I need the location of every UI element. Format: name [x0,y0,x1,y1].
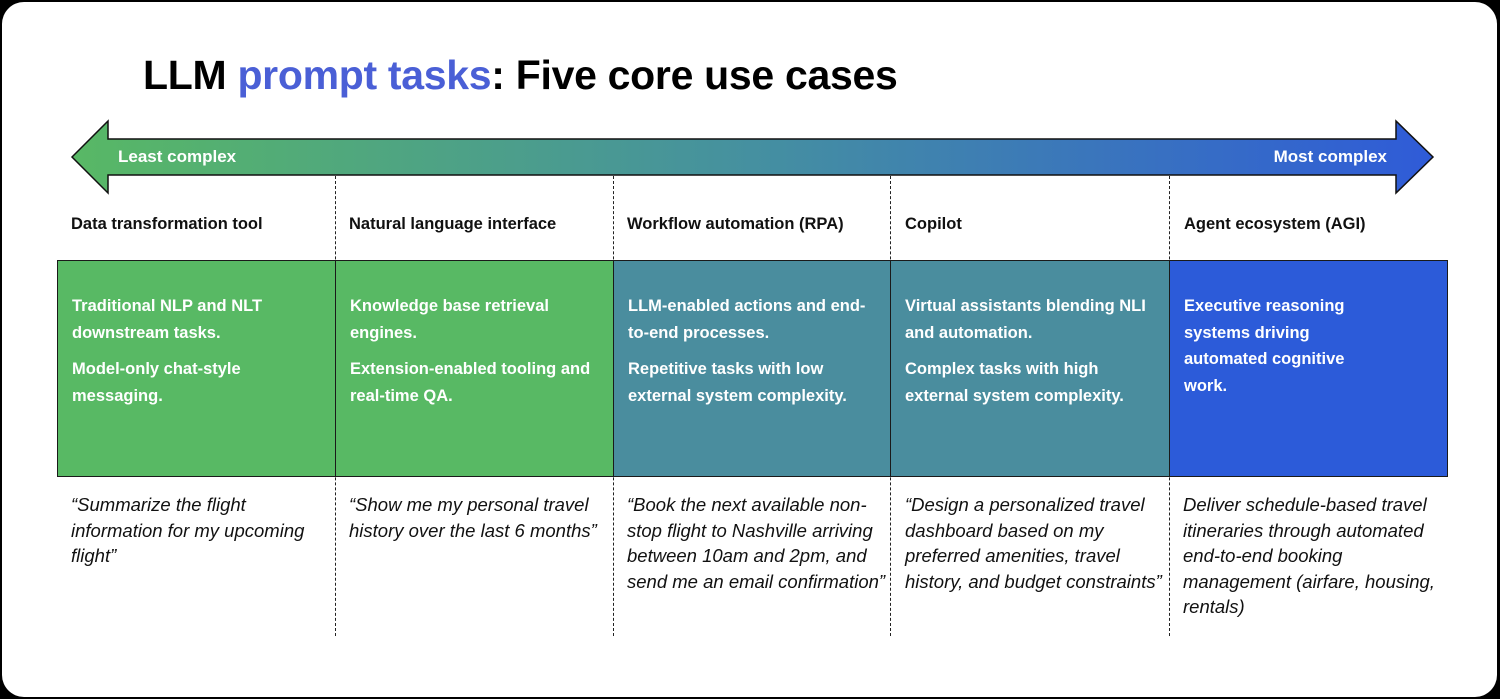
description: LLM-enabled actions and end-to-end proce… [628,297,866,342]
description: Repetitive tasks with low external syste… [628,360,847,405]
column-header-natural-language: Natural language interface [349,215,557,233]
description: Executive reasoning systems driving auto… [1184,297,1345,395]
example-prompt: “Show me my personal travel history over… [349,494,597,541]
example-prompt: Deliver schedule-based travel itinerarie… [1183,494,1435,617]
description: Traditional NLP and NLT downstream tasks… [72,297,263,342]
title-accent: prompt tasks [237,52,492,98]
column-box-copilot: Virtual assistants blending NLI and auto… [890,260,1170,477]
description: Knowledge base retrieval engines. [350,297,549,342]
description: Extension-enabled tooling and real-time … [350,360,591,405]
description: Complex tasks with high external system … [905,360,1124,405]
column-box-data-transformation: Traditional NLP and NLT downstream tasks… [57,260,336,477]
column-header-workflow-automation: Workflow automation (RPA) [627,215,844,233]
example-prompt: “Design a personalized travel dashboard … [905,494,1162,592]
column-box-natural-language: Knowledge base retrieval engines. Extens… [335,260,614,477]
column-header-data-transformation: Data transformation tool [71,215,263,233]
example-prompt: “Book the next available non-stop flight… [627,494,886,592]
title-suffix: : Five core use cases [491,52,898,98]
description: Model-only chat-style messaging. [72,360,241,405]
title-prefix: LLM [143,52,238,98]
page-title: LLM prompt tasks: Five core use cases [143,52,898,99]
column-box-workflow-automation: LLM-enabled actions and end-to-end proce… [613,260,891,477]
column-header-agent-ecosystem: Agent ecosystem (AGI) [1184,215,1366,233]
description: Virtual assistants blending NLI and auto… [905,297,1146,342]
most-complex-label: Most complex [1273,147,1387,166]
column-box-agent-ecosystem: Executive reasoning systems driving auto… [1169,260,1448,477]
example-prompt: “Summarize the flight information for my… [71,494,305,566]
least-complex-label: Least complex [118,147,237,166]
column-header-copilot: Copilot [905,215,962,233]
